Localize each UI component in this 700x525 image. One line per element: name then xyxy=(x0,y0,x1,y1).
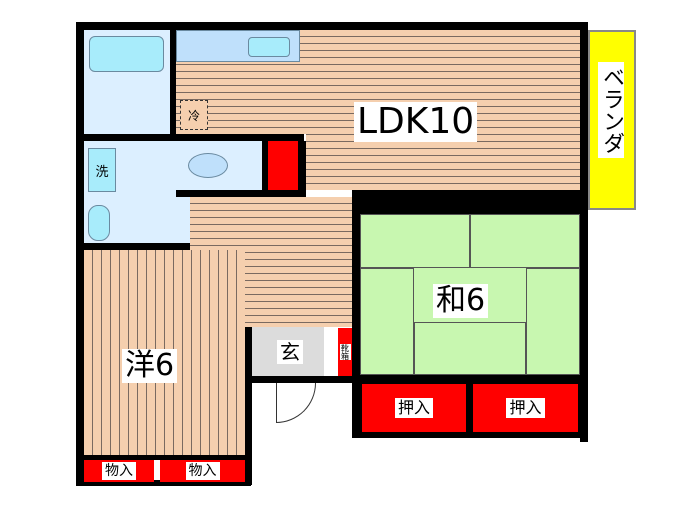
fridge-label: 冷 xyxy=(187,108,200,123)
ldk-label: LDK10 xyxy=(354,102,478,142)
wall xyxy=(76,22,586,30)
sink xyxy=(88,205,110,241)
wall xyxy=(84,243,252,250)
tatami xyxy=(470,214,580,268)
tatami xyxy=(360,214,470,268)
closet-japanese-2: 押入 xyxy=(473,384,578,432)
closet-western-2: 物入 xyxy=(160,460,245,482)
kitchen-sink xyxy=(248,37,290,57)
wall xyxy=(76,22,84,247)
tatami xyxy=(526,268,580,375)
front-door xyxy=(276,383,316,423)
wall xyxy=(76,480,251,486)
closet-label: 物入 xyxy=(102,462,136,480)
closet-western-1: 物入 xyxy=(84,460,154,482)
toilet-bowl xyxy=(188,153,228,178)
wall xyxy=(245,245,252,485)
wall xyxy=(580,22,588,442)
wall xyxy=(252,376,352,383)
closet-label: 物入 xyxy=(185,462,220,480)
storage xyxy=(268,141,298,190)
balcony-label: ベランダ xyxy=(598,62,624,158)
fridge-space: 冷 xyxy=(180,100,208,130)
wall xyxy=(352,190,587,214)
wall xyxy=(176,190,306,197)
washroom-label: 洗 xyxy=(95,164,109,180)
wall xyxy=(76,245,84,485)
wall xyxy=(352,190,360,380)
shoe-box: 靴箱 xyxy=(338,328,352,376)
closet-label: 押入 xyxy=(394,398,433,418)
washing-machine: 洗 xyxy=(88,148,116,192)
bathtub xyxy=(89,36,164,72)
entrance-label: 玄 xyxy=(277,340,303,364)
western-room-label: 洋6 xyxy=(122,349,178,383)
wall xyxy=(262,141,268,197)
wall xyxy=(170,30,176,195)
tatami xyxy=(360,268,414,375)
closet-japanese-1: 押入 xyxy=(362,384,466,432)
japanese-room-label: 和6 xyxy=(433,284,489,318)
wall xyxy=(84,455,245,460)
tatami xyxy=(414,322,526,375)
shoe-box-label: 靴箱 xyxy=(339,344,351,360)
wall xyxy=(298,141,306,197)
closet-label: 押入 xyxy=(506,398,545,418)
wall xyxy=(84,134,304,141)
